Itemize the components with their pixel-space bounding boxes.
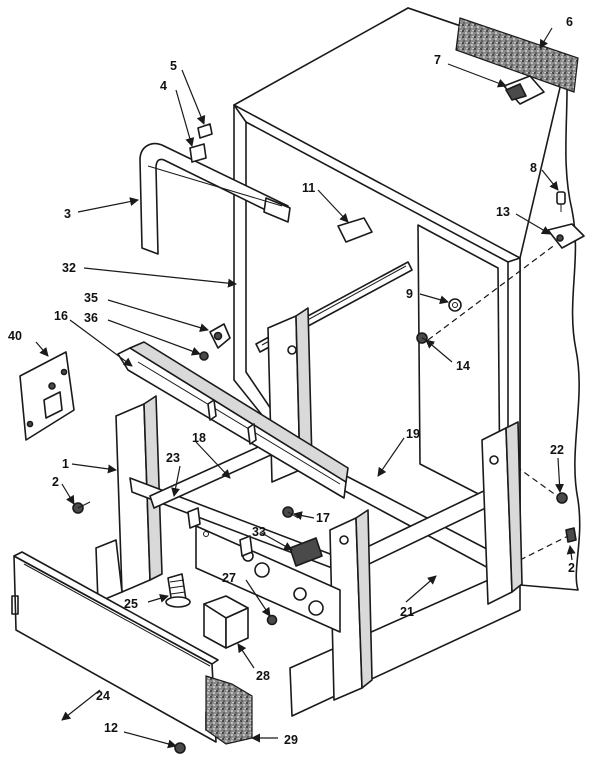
screw-part-36: [199, 351, 209, 361]
screw-part-2-left: [72, 501, 91, 514]
callout-6: 6: [566, 15, 573, 29]
callout-35: 35: [84, 291, 98, 305]
fitting-part-35: [209, 323, 231, 349]
callout-3: 3: [64, 207, 71, 221]
callout-2-right: 2: [568, 561, 575, 575]
screw-part-12: [174, 742, 186, 754]
base-frame: [95, 307, 523, 717]
nut-part-9: [448, 298, 462, 312]
bracket-part-13: [547, 223, 585, 249]
block-part-28: [203, 595, 249, 649]
callout-29: 29: [284, 733, 298, 747]
callout-labels: 1 2 2 3 4 5 6 7 8 9 11 12 13 14 16 17 18…: [8, 15, 575, 747]
callout-4: 4: [160, 79, 167, 93]
leader-lines: [35, 27, 576, 749]
alignment-line: [427, 243, 557, 341]
callout-40: 40: [8, 329, 22, 343]
callout-13: 13: [496, 205, 510, 219]
callout-36: 36: [84, 311, 98, 325]
screw-part-8: [556, 191, 566, 212]
callout-24: 24: [96, 689, 110, 703]
screw-part-2-right: [565, 527, 577, 543]
callout-27: 27: [222, 571, 236, 585]
gasket-strip-part-6: [455, 17, 579, 93]
bracket-plate-part-40: [19, 351, 75, 441]
clip-part-7: [503, 75, 545, 105]
callout-33: 33: [252, 525, 266, 539]
callout-11: 11: [302, 181, 315, 195]
bracket-part-4: [189, 143, 207, 163]
insulation-pad-part-29: [205, 675, 253, 745]
callout-2-left: 2: [52, 475, 59, 489]
callout-12: 12: [104, 721, 118, 735]
screw-part-5: [197, 123, 213, 139]
frame-rail-part-3: [139, 142, 291, 255]
callout-19: 19: [406, 427, 420, 441]
clip-part-11: [337, 217, 373, 243]
screw-part-27: [266, 614, 278, 626]
bracket-part-33: [289, 537, 323, 567]
callout-22: 22: [550, 443, 564, 457]
screw-part-22: [556, 492, 568, 504]
callout-17: 17: [316, 511, 330, 525]
screw-part-17: [282, 506, 299, 519]
callout-8: 8: [530, 161, 537, 175]
alignment-line: [519, 535, 569, 561]
callout-25: 25: [124, 597, 138, 611]
callout-18: 18: [192, 431, 206, 445]
callout-1: 1: [62, 457, 69, 471]
callout-9: 9: [406, 287, 413, 301]
callout-5: 5: [170, 59, 177, 73]
callout-28: 28: [256, 669, 270, 683]
channel-rail-part-16: [117, 341, 349, 499]
leveling-leg-part-25: [165, 573, 191, 608]
toe-panel-part-24: [11, 551, 219, 743]
callout-16: 16: [54, 309, 68, 323]
callout-7: 7: [434, 53, 441, 67]
callout-14: 14: [456, 359, 470, 373]
callout-21: 21: [400, 605, 414, 619]
callout-23: 23: [166, 451, 180, 465]
callout-32: 32: [62, 261, 76, 275]
